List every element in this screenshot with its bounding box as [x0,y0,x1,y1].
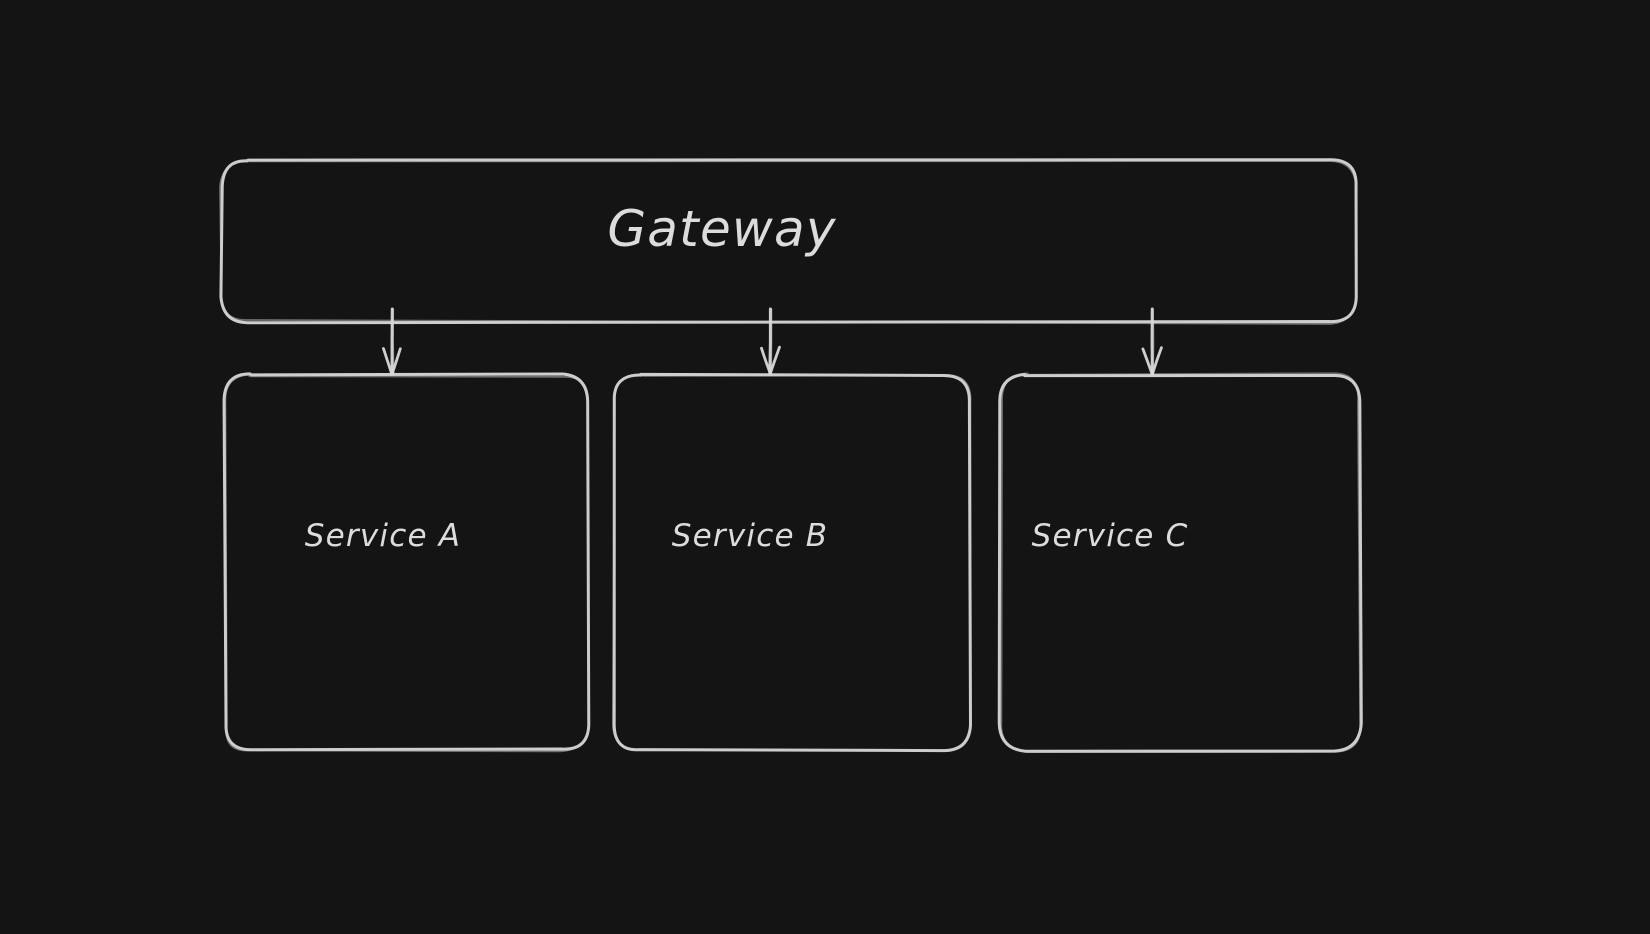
edge-shaft-pass-2 [1152,308,1155,375]
edge-arrowhead-barb-2 [390,347,402,376]
node-fill [1000,375,1360,750]
node-service-c[interactable] [997,372,1363,754]
node-fill [614,375,970,750]
edges-layer [382,307,1163,376]
node-outline-pass-2 [224,373,590,753]
node-outline-pass-2 [1000,372,1362,754]
node-fill [222,160,1356,322]
nodes-layer [219,158,1363,754]
edge-gateway-to-service-c[interactable] [1141,307,1163,376]
edge-arrowhead-barb-2 [768,345,781,376]
node-label-gateway: Gateway [607,200,836,258]
edge-arrowhead-barb-2 [1151,346,1163,376]
edge-arrowhead-barb-1 [382,347,394,376]
node-label-service-b: Service B [672,518,829,554]
edge-shaft-pass-1 [768,307,772,376]
edge-shaft-pass-2 [392,308,395,375]
node-outline-pass-2 [219,158,1358,325]
node-fill [225,375,588,750]
node-label-service-a: Service A [305,518,461,554]
edge-gateway-to-service-b[interactable] [760,307,781,376]
node-service-a[interactable] [222,372,591,753]
node-outline-pass-2 [612,373,972,752]
edge-arrowhead-barb-1 [1141,347,1154,376]
edge-gateway-to-service-a[interactable] [382,307,402,376]
node-gateway[interactable] [219,158,1358,325]
node-label-service-c: Service C [1032,518,1189,554]
node-service-b[interactable] [612,372,972,753]
